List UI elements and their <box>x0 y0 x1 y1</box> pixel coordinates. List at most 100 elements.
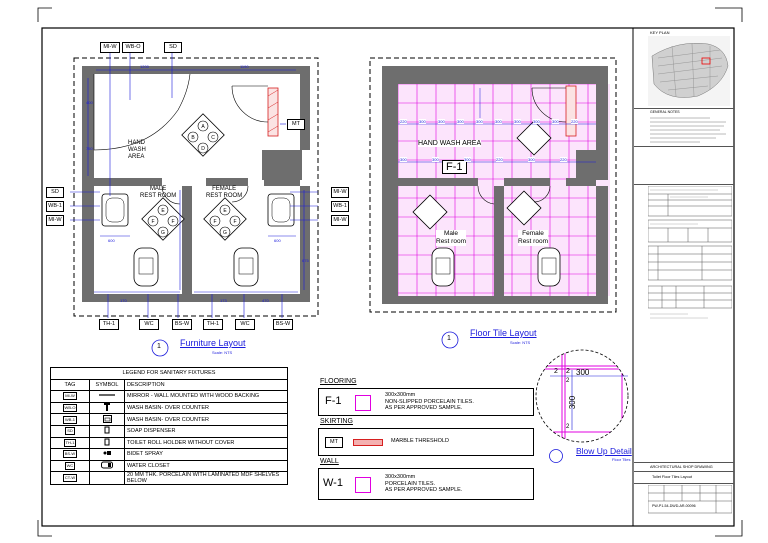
dim-text: 170 <box>120 298 127 303</box>
tag-wb-o: WB-O <box>122 42 144 53</box>
tag-bs-w-a: BS-W <box>172 319 192 330</box>
tile-dim-text: 220 <box>400 119 407 124</box>
tb-divider <box>634 108 734 109</box>
legend-tag: CT-W <box>62 474 78 483</box>
soap-dispenser-icon <box>104 426 110 434</box>
svg-text:F: F <box>171 219 174 225</box>
tile-tag-f1: F-1 <box>442 160 467 174</box>
toilet-roll-icon <box>104 438 110 446</box>
svg-text:G: G <box>161 230 165 236</box>
svg-text:G: G <box>223 230 227 236</box>
title-block: KEY PLAN GENERAL NOTES <box>634 28 734 526</box>
legend-tag: MI-W <box>63 392 77 401</box>
tag-mi-w-right-2: MI-W <box>331 215 349 226</box>
blowup-title: Blow Up Detail <box>576 446 632 456</box>
legend-tag: SD <box>65 427 75 436</box>
legend-desc: WASH BASIN- OVER COUNTER <box>124 413 288 426</box>
dim-text: 1200 <box>140 64 149 69</box>
tag-wc-b: WC <box>235 319 255 330</box>
legend-desc: WASH BASIN- OVER COUNTER <box>124 401 288 415</box>
svg-text:C: C <box>211 135 215 141</box>
svg-text:A: A <box>201 124 205 130</box>
legend-desc: SOAP DISPENSER <box>124 424 288 438</box>
legend-desc: WATER CLOSET <box>124 459 288 473</box>
wash-basin-box-icon <box>102 414 112 423</box>
tile-scale: Scale: NTS <box>510 340 531 345</box>
legend-desc: TOILET ROLL HOLDER WITHOUT COVER <box>124 436 288 450</box>
skirting-desc: MARBLE THRESHOLD <box>391 438 449 444</box>
tile-dim-text: 220 <box>571 119 578 124</box>
drawing-type: ARCHITECTURAL SHOP DRAWING <box>650 465 713 469</box>
shelf-symbol-cell <box>89 471 125 486</box>
furniture-title-number: 1 <box>157 343 161 350</box>
tb-divider <box>634 184 734 185</box>
dim-text: 750 <box>86 146 93 151</box>
tb-divider <box>634 146 734 147</box>
blowup-title-bubble <box>549 449 563 463</box>
tile-dim-text: 300 <box>419 119 426 124</box>
tag-wb-1-right: WB-1 <box>331 201 349 212</box>
legend-row: MI-W MIRROR - WALL MOUNTED WITH WOOD BAC… <box>50 390 288 403</box>
tag-bs-w-b: BS-W <box>273 319 293 330</box>
svg-text:E: E <box>161 208 165 214</box>
wall-heading: WALL <box>320 458 339 465</box>
flooring-swatch <box>355 395 371 411</box>
tile-dim-text: 220 <box>560 157 567 162</box>
dim-text: 470 <box>262 298 269 303</box>
tag-mt: MT <box>287 119 305 130</box>
tag-mi-w-top: MI-W <box>100 42 120 53</box>
tile-dim-text: 300 <box>432 157 439 162</box>
legend-table: LEGEND FOR SANITARY FIXTURES TAG SYMBOL … <box>50 367 288 486</box>
tag-mi-w-right-1: MI-W <box>331 187 349 198</box>
drawing-info-grid <box>648 485 732 514</box>
skirting-code: MT <box>325 437 343 448</box>
mirror-symbol-icon <box>99 394 115 397</box>
drawing-title: Toilet Floor Tiles Layout <box>652 475 692 479</box>
tile-dim-text: 300 <box>495 119 502 124</box>
legend-desc: BIDET SPRAY <box>124 448 288 461</box>
dim-text: 675 <box>302 258 309 263</box>
blowup-dim: 2 <box>566 424 570 430</box>
tile-dim-text: 300 <box>514 119 521 124</box>
legend-row: WC WATER CLOSET <box>50 459 288 473</box>
skirting-row: MT MARBLE THRESHOLD <box>318 428 534 456</box>
wash-basin-icon <box>104 403 110 412</box>
furniture-title-bubble <box>151 339 169 357</box>
tag-th-1-b: TH-1 <box>203 319 223 330</box>
svg-text:F: F <box>151 219 154 225</box>
blowup-dim: 300 <box>568 395 578 410</box>
legend-header-description: DESCRIPTION <box>124 378 288 392</box>
legend-title: LEGEND FOR SANITARY FIXTURES <box>50 367 288 380</box>
tb-divider <box>634 471 734 472</box>
dim-text: 1190 <box>240 64 249 69</box>
svg-text:E: E <box>223 208 227 214</box>
svg-text:F: F <box>213 219 216 225</box>
dim-text: 173 <box>220 298 227 303</box>
flooring-code: F-1 <box>325 395 342 407</box>
tile-room-label-hand-wash: HAND WASH AREA <box>418 140 482 147</box>
water-closet-icon <box>101 461 113 469</box>
tile-dim-text: 300 <box>464 157 471 162</box>
legend-row: SD SOAP DISPENSER <box>50 424 288 438</box>
drawing-number: PW-P1-54-DWD-AR-00096 <box>652 504 696 508</box>
tile-title-bubble <box>441 331 459 349</box>
flooring-heading: FLOORING <box>320 378 357 385</box>
legend-tag: TH-1 <box>63 438 77 447</box>
bidet-spray-icon <box>103 451 111 456</box>
legend-desc: MIRROR - WALL MOUNTED WITH WOOD BACKING <box>124 390 288 403</box>
dim-text: 600 <box>108 238 115 243</box>
wall-swatch <box>355 477 371 493</box>
tag-mi-w-left: MI-W <box>46 215 64 226</box>
legend-row: TH-1 TOILET ROLL HOLDER WITHOUT COVER <box>50 436 288 450</box>
blowup-dim: 2 <box>566 378 570 384</box>
tag-sd-left: SD <box>46 187 64 198</box>
tag-th-1-a: TH-1 <box>99 319 119 330</box>
